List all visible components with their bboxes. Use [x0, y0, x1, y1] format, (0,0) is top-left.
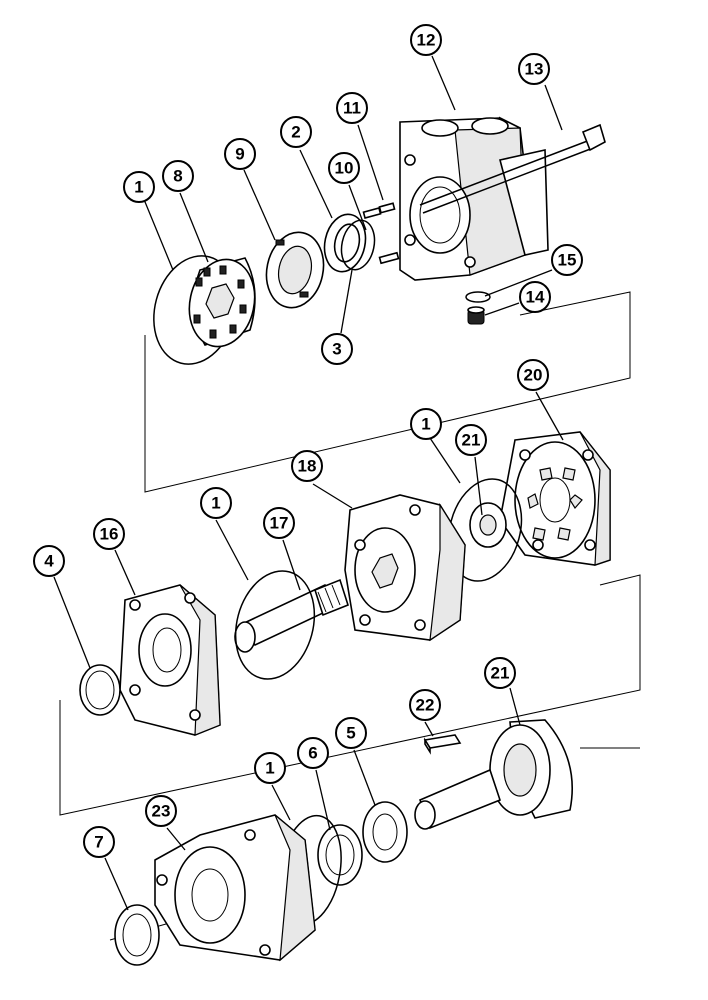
svg-text:21: 21 — [491, 664, 510, 683]
svg-text:1: 1 — [421, 415, 430, 434]
callout-15: 15 — [551, 244, 583, 276]
callout-23: 23 — [145, 795, 177, 827]
svg-text:18: 18 — [298, 457, 317, 476]
svg-text:1: 1 — [211, 494, 220, 513]
svg-text:12: 12 — [417, 31, 436, 50]
plug-part-14 — [467, 306, 485, 325]
callout-4: 4 — [33, 545, 65, 577]
svg-text:15: 15 — [558, 251, 577, 270]
callout-8: 8 — [162, 160, 194, 192]
callout-20: 20 — [517, 359, 549, 391]
svg-text:2: 2 — [291, 123, 300, 142]
key-part-22 — [423, 734, 462, 755]
svg-text:4: 4 — [44, 552, 54, 571]
snap-ring-part-3 — [340, 219, 376, 271]
callout-2: 2 — [280, 116, 312, 148]
o-ring-part-1-left — [234, 570, 316, 680]
svg-text:21: 21 — [462, 431, 481, 450]
svg-text:23: 23 — [152, 802, 171, 821]
seal-part-4 — [79, 664, 121, 716]
callout-18: 18 — [291, 450, 323, 482]
callout-5: 5 — [335, 717, 367, 749]
svg-text:6: 6 — [308, 744, 317, 763]
callout-16: 16 — [93, 518, 125, 550]
callout-21-large: 21 — [484, 657, 516, 689]
svg-text:14: 14 — [526, 288, 545, 307]
svg-text:1: 1 — [134, 178, 143, 197]
callout-13: 13 — [518, 53, 550, 85]
housing-part-12 — [399, 116, 549, 281]
svg-text:1: 1 — [265, 759, 274, 778]
callout-11: 11 — [336, 92, 368, 124]
callout-17: 17 — [263, 507, 295, 539]
washer-part-5 — [362, 801, 408, 863]
callout-10: 10 — [328, 152, 360, 184]
flange-housing-part-16 — [119, 584, 221, 736]
rotor-assembly-part-21 — [414, 719, 573, 830]
callout-14: 14 — [519, 281, 551, 313]
dowel-pins-part-10-11 — [362, 202, 400, 265]
manifold-plate-part-18 — [344, 494, 466, 642]
svg-text:3: 3 — [332, 340, 341, 359]
svg-text:11: 11 — [343, 99, 361, 118]
svg-text:22: 22 — [416, 696, 435, 715]
callout-1-mid: 1 — [410, 408, 442, 440]
svg-text:9: 9 — [235, 145, 244, 164]
callout-6: 6 — [297, 737, 329, 769]
callout-12: 12 — [410, 24, 442, 56]
callout-22: 22 — [409, 689, 441, 721]
callout-9: 9 — [224, 138, 256, 170]
svg-text:5: 5 — [346, 724, 355, 743]
svg-text:8: 8 — [173, 167, 182, 186]
svg-text:10: 10 — [335, 159, 354, 178]
callout-1-left: 1 — [200, 487, 232, 519]
callout-21-small: 21 — [455, 424, 487, 456]
mounting-flange-part-23 — [154, 814, 316, 962]
svg-text:7: 7 — [94, 833, 103, 852]
seal-part-2 — [323, 213, 367, 273]
bolt-part-13 — [419, 123, 606, 214]
leader-lines — [53, 55, 564, 911]
o-ring-part-15 — [465, 291, 491, 303]
callout-1-bottom: 1 — [254, 752, 286, 784]
callout-7: 7 — [83, 826, 115, 858]
svg-text:13: 13 — [525, 60, 544, 79]
star-gear-part-21-small — [469, 502, 507, 548]
svg-text:20: 20 — [524, 366, 543, 385]
svg-text:17: 17 — [270, 514, 289, 533]
drive-shaft-part-17 — [234, 578, 349, 653]
end-cover-part-20 — [499, 431, 611, 566]
callout-3: 3 — [321, 333, 353, 365]
callout-1-top: 1 — [123, 171, 155, 203]
seal-part-7 — [114, 904, 160, 966]
gerotor-set-part-8 — [188, 257, 256, 348]
svg-text:16: 16 — [100, 525, 119, 544]
wear-plate-part-9 — [265, 231, 325, 309]
o-ring-part-1-mid — [447, 478, 523, 582]
